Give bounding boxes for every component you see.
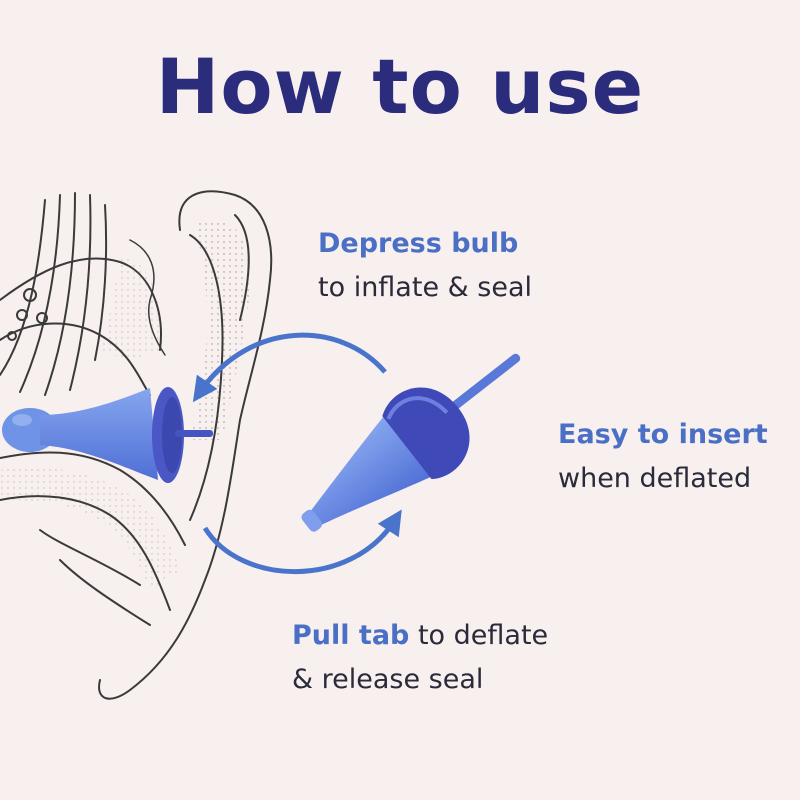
ear-shading: [190, 219, 251, 440]
caption-depress-text: to inflate & seal: [318, 272, 532, 303]
caption-insert-text: when deflated: [558, 463, 752, 494]
arrow-to-ear-icon: [192, 332, 387, 403]
canal-shading: [0, 467, 180, 590]
caption-pull-line1: Pull tab to deflate: [292, 614, 548, 658]
caption-depress-bulb: Depress bulb to inflate & seal: [318, 222, 532, 310]
caption-easy-insert: Easy to insert when deflated: [558, 413, 768, 501]
arrow-to-plug-icon: [202, 509, 402, 575]
caption-insert-highlight: Easy to insert: [558, 419, 768, 450]
caption-pull-highlight: Pull tab: [292, 620, 410, 651]
caption-pull-tab: Pull tab to deflate & release seal: [292, 614, 548, 702]
tissue-shading: [100, 255, 161, 358]
earplug-deflated-icon: [301, 353, 521, 532]
caption-depress-highlight: Depress bulb: [318, 228, 519, 259]
caption-pull-text: & release seal: [292, 664, 484, 695]
earplug-inserted-icon: [2, 387, 213, 483]
page-title: How to use: [155, 42, 645, 131]
caption-pull-inline: to deflate: [409, 620, 549, 651]
